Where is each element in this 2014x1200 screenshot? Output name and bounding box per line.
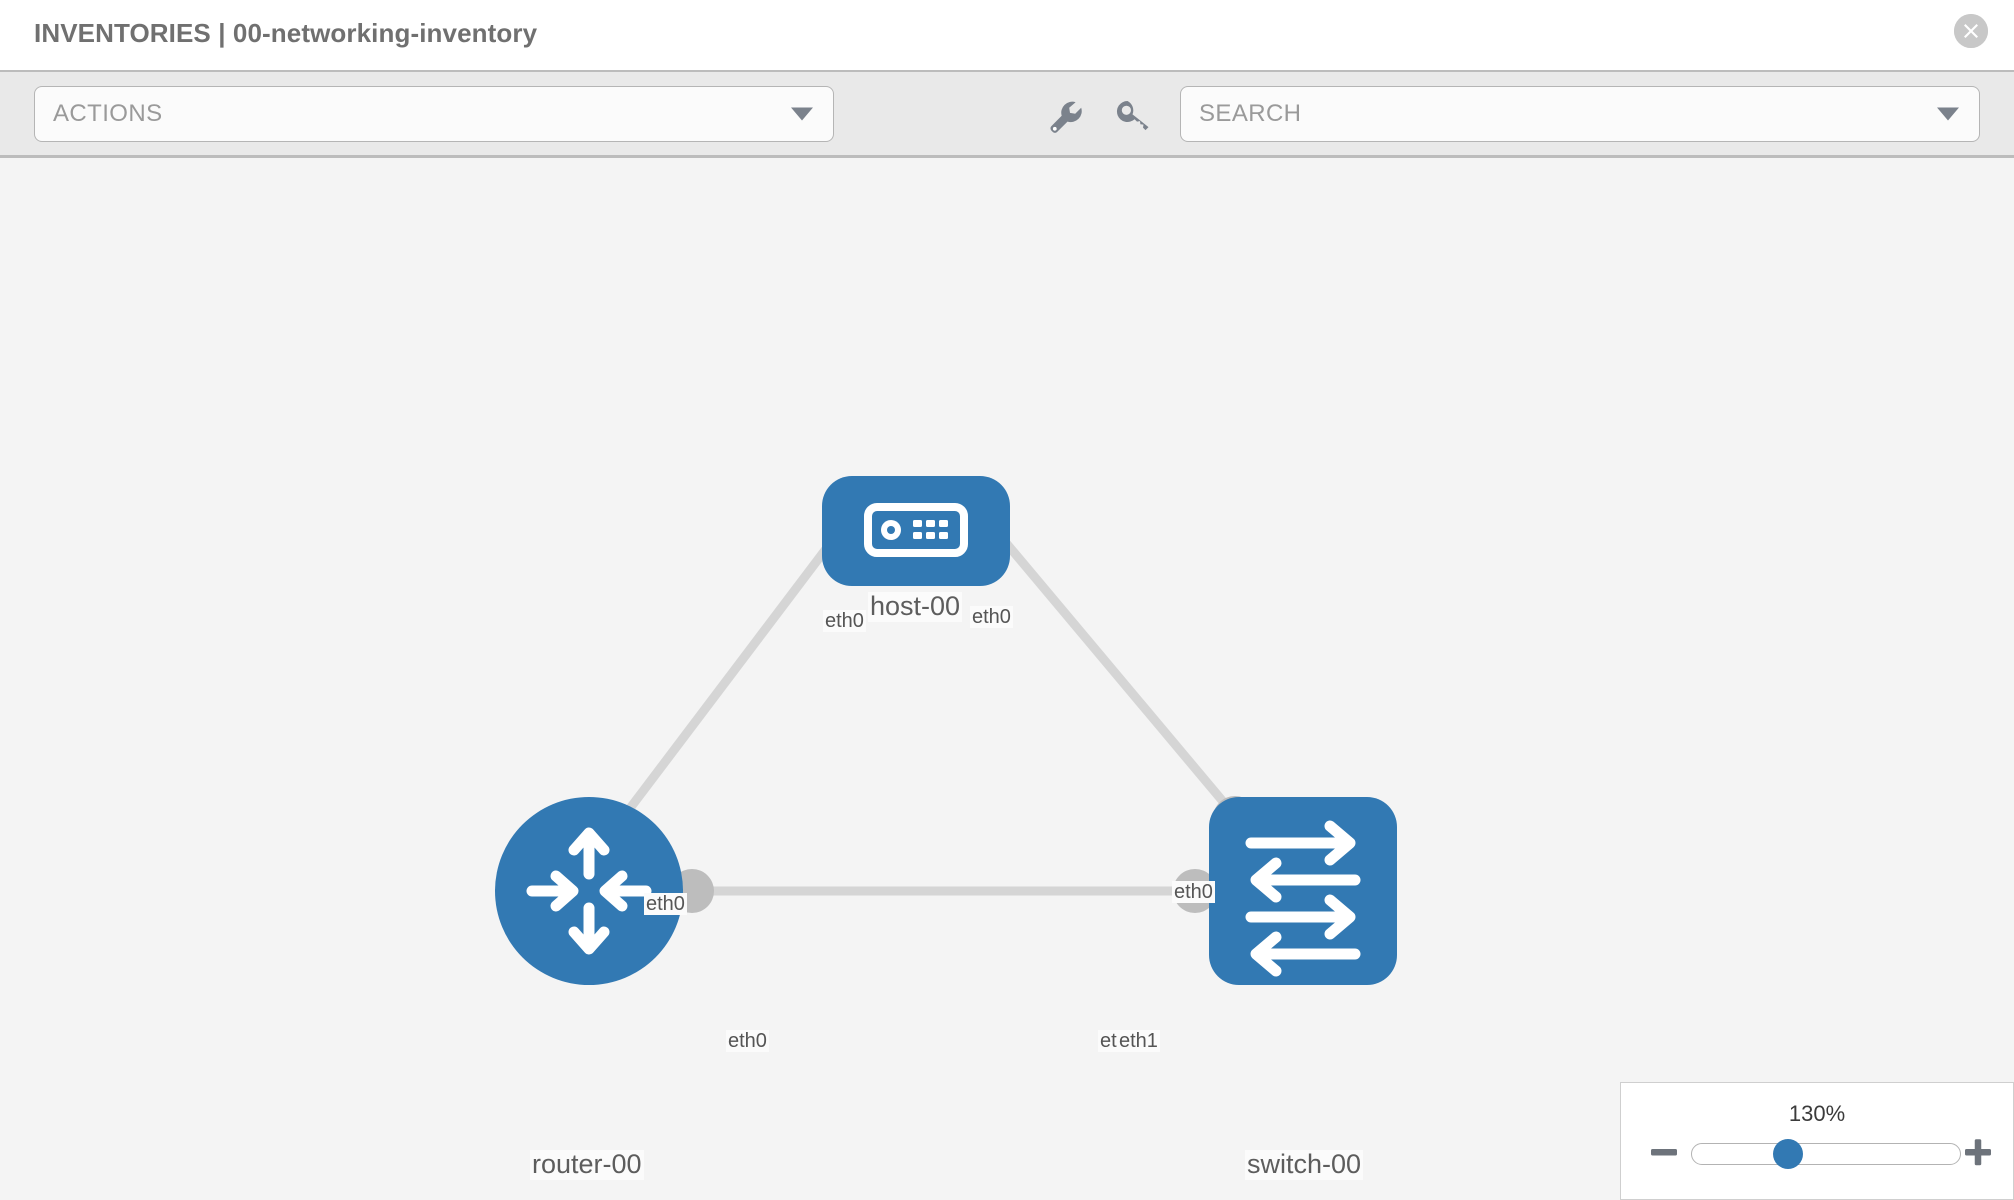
zoom-slider-track[interactable] [1691, 1143, 1961, 1165]
node-label-host-00: host-00 [868, 591, 963, 622]
chevron-down-icon [791, 107, 813, 121]
chevron-down-icon [1937, 107, 1959, 121]
wrench-icon[interactable] [1042, 94, 1086, 138]
node-router-00[interactable] [495, 797, 683, 985]
router-arrows-icon [526, 827, 652, 955]
iface-label: eth0 [823, 610, 866, 632]
close-icon[interactable] [1954, 14, 1988, 48]
toolbar: ACTIONS SEARCH [0, 70, 2014, 158]
search-placeholder: SEARCH [1199, 100, 1302, 127]
iface-label: eth0 [1172, 881, 1215, 903]
topology-graph [495, 476, 1397, 985]
search-input[interactable]: SEARCH [1180, 86, 1980, 142]
iface-label: eth0 [726, 1030, 769, 1052]
link-host00-switch00 [956, 485, 1266, 851]
page-title: INVENTORIES | 00-networking-inventory [34, 18, 538, 48]
plus-icon[interactable] [1963, 1137, 1993, 1167]
actions-dropdown[interactable]: ACTIONS [34, 86, 834, 142]
actions-dropdown-label: ACTIONS [53, 100, 163, 127]
topology-canvas[interactable]: eth0 eth0 eth0 eth0 eth0 eth eth1 host-0… [0, 158, 2014, 1200]
node-host-00[interactable] [822, 476, 1010, 586]
switch-arrows-icon [1245, 820, 1361, 977]
node-label-switch-00: switch-00 [1245, 1149, 1364, 1180]
zoom-control-panel: 130% [1620, 1082, 2014, 1200]
server-icon [864, 503, 968, 557]
zoom-slider-handle[interactable] [1773, 1139, 1803, 1169]
iface-label: eth1 [1117, 1030, 1160, 1052]
iface-label: eth0 [970, 606, 1013, 628]
node-switch-00[interactable] [1209, 797, 1397, 985]
iface-label: eth0 [644, 893, 687, 915]
minus-icon[interactable] [1649, 1137, 1679, 1167]
zoom-level-value: 130% [1788, 1101, 1846, 1126]
key-icon[interactable] [1110, 94, 1154, 138]
node-label-router-00: router-00 [530, 1149, 644, 1180]
page-header: INVENTORIES | 00-networking-inventory [0, 0, 2014, 70]
